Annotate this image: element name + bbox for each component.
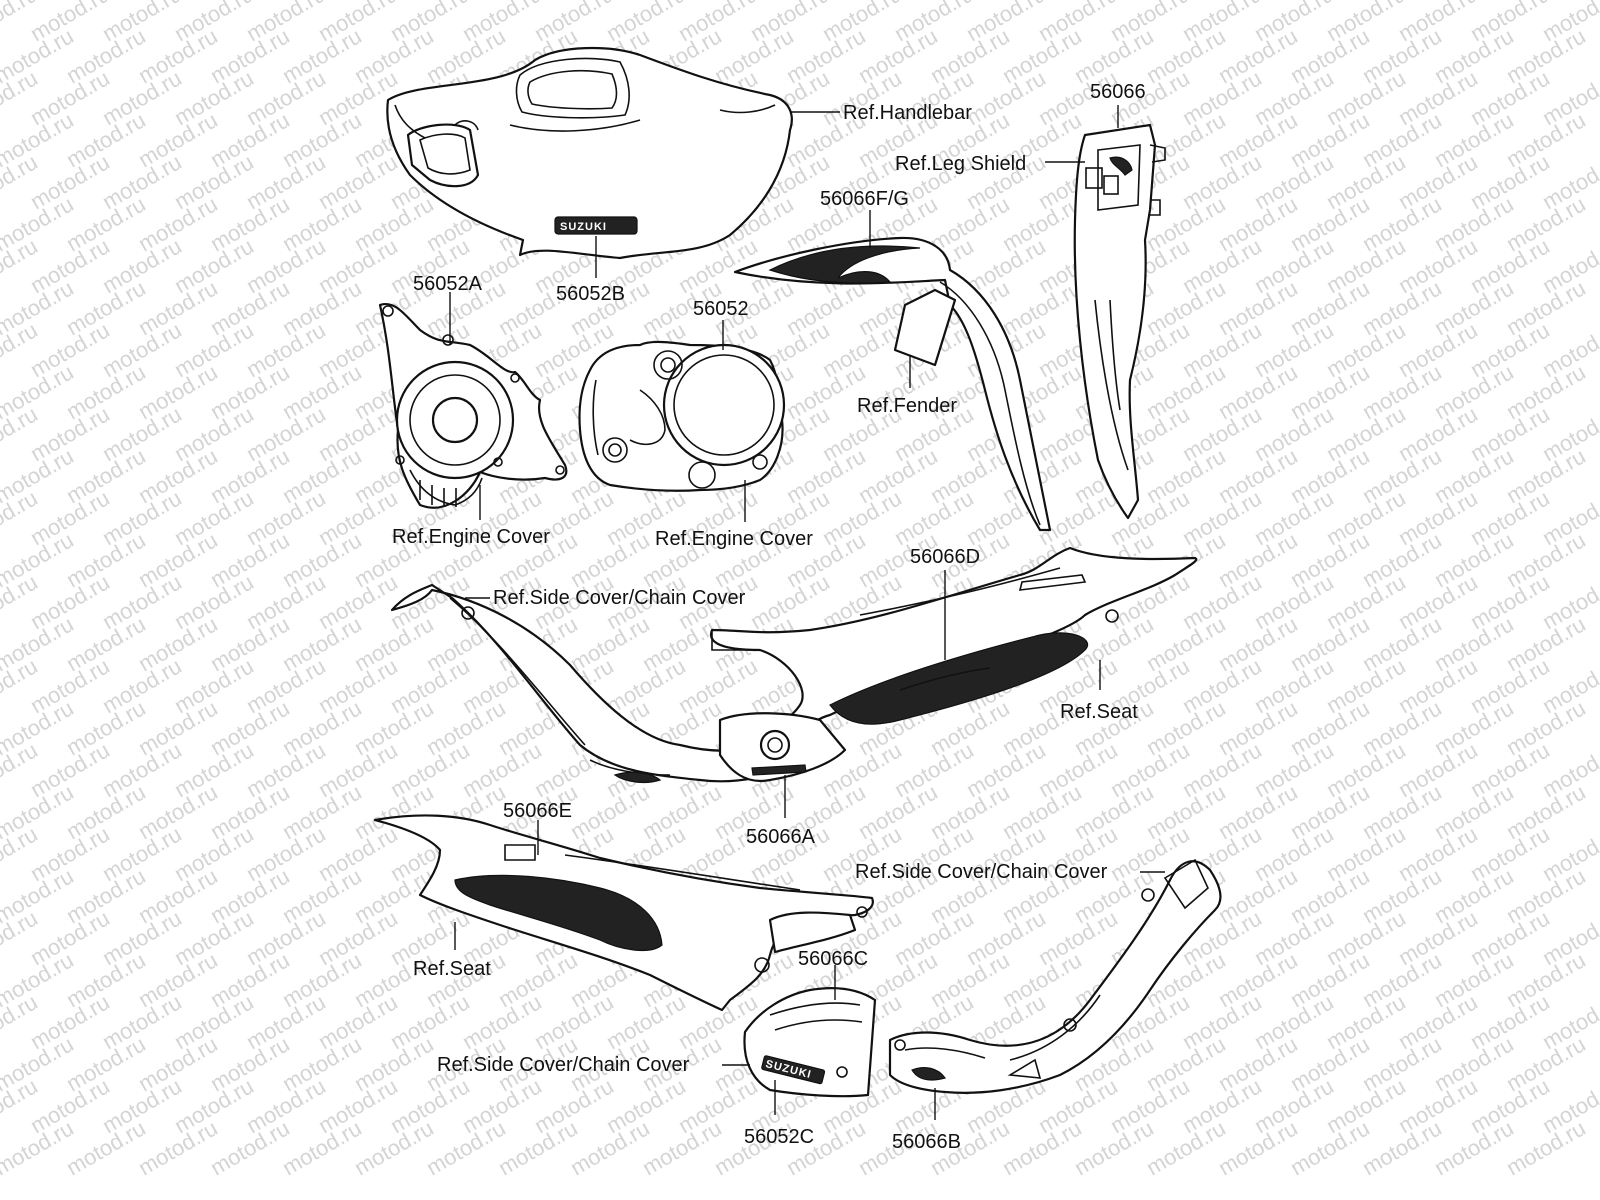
label-ref-engine-cover-left: Ref.Engine Cover: [392, 526, 550, 548]
label-ref-handlebar: Ref.Handlebar: [843, 102, 972, 124]
label-ref-engine-cover-right: Ref.Engine Cover: [655, 528, 813, 550]
suzuki-logo-side-cover: [761, 1055, 826, 1085]
front-fender: [733, 236, 1052, 532]
label-56066: 56066: [1090, 81, 1146, 103]
side-cover-lower: SUZUKI: [743, 986, 877, 1098]
leg-shield-panel: [1073, 123, 1166, 520]
label-56066a: 56066A: [746, 826, 816, 848]
suzuki-logo-handlebar: [554, 216, 638, 235]
label-ref-side-cover-right: Ref.Side Cover/Chain Cover: [855, 861, 1108, 883]
suzuki-logo-text: SUZUKI: [560, 221, 607, 233]
label-56066e: 56066E: [503, 800, 572, 822]
body-cowl-lower: [373, 814, 874, 1012]
engine-cover-right: [578, 340, 786, 492]
label-56052a: 56052A: [413, 273, 483, 295]
label-56066b: 56066B: [892, 1131, 961, 1153]
labels: Ref.Handlebar 56066 Ref.Leg Shield 56066…: [392, 81, 1146, 1153]
label-56052b: 56052B: [556, 283, 625, 305]
label-ref-side-cover-bottom: Ref.Side Cover/Chain Cover: [437, 1054, 690, 1076]
body-cowl-upper: [390, 546, 1198, 784]
handlebar-cover: SUZUKI: [386, 46, 793, 260]
label-56052: 56052: [693, 298, 749, 320]
label-56066d: 56066D: [910, 546, 980, 568]
label-ref-seat-bottom: Ref.Seat: [413, 958, 491, 980]
label-ref-seat-top: Ref.Seat: [1060, 701, 1138, 723]
label-56052c: 56052C: [744, 1126, 814, 1148]
label-56066fg: 56066F/G: [820, 188, 909, 210]
label-ref-leg-shield: Ref.Leg Shield: [895, 153, 1026, 175]
label-56066c: 56066C: [798, 948, 868, 970]
leader-lines: [449, 105, 1165, 1120]
label-ref-fender: Ref.Fender: [857, 395, 957, 417]
engine-cover-left: [378, 302, 568, 509]
label-ref-side-cover-top: Ref.Side Cover/Chain Cover: [493, 587, 746, 609]
frame-cover-right: [888, 858, 1222, 1094]
